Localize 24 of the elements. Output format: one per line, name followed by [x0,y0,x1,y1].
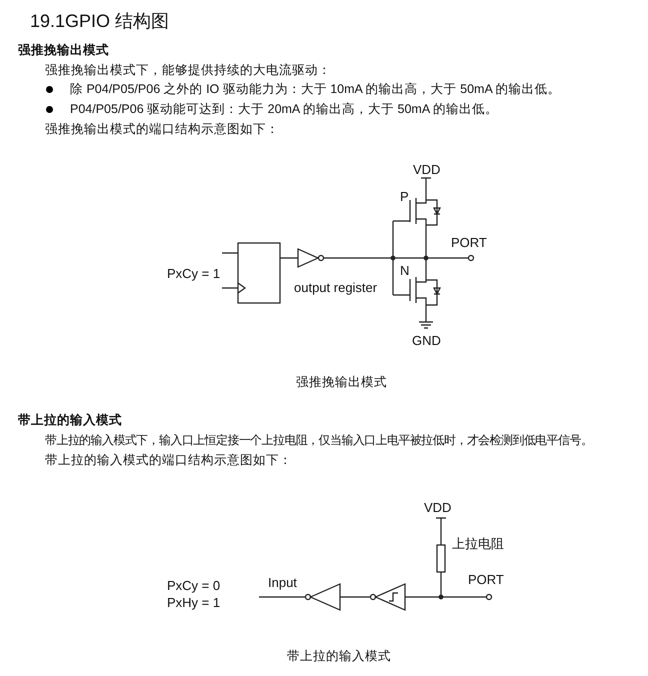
transistor-label: P [400,189,409,205]
paragraph-text: 带上拉的输入模式的端口结构示意图如下： [45,452,292,468]
transistor-label: N [400,263,410,279]
signal-label: VDD [424,500,452,516]
figure-caption: 带上拉的输入模式 [287,648,391,664]
paragraph-text: 带上拉的输入模式下，输入口上恒定接一个上拉电阻，仅当输入口上电平被拉低时，才会检测到低电平信号。 [45,432,592,448]
page-title: 19.1GPIO 结构图 [30,10,170,32]
signal-label: PORT [468,572,504,588]
signal-label: PxCy = 1 [167,266,220,282]
section-heading: 强推挽输出模式 [18,42,109,58]
figure-caption: 强推挽输出模式 [296,374,387,390]
signal-label: PORT [451,235,487,251]
component-label: 上拉电阻 [452,536,504,552]
signal-label: VDD [413,162,440,178]
bullet-text: P04/P05/P06 驱动能可达到：大于 20mA 的输出高，大于 50mA 的输出低。 [70,101,498,117]
signal-label: PxCy = 0 [167,578,220,594]
section-heading: 带上拉的输入模式 [18,412,122,428]
signal-label: GND [412,333,441,349]
bullet-text: 除 P04/P05/P06 之外的 IO 驱动能力为：大于 10mA 的输出高，大于 50mA 的输出低。 [70,81,561,97]
signal-label: Input [268,575,297,591]
paragraph-text: 强推挽输出模式的端口结构示意图如下： [45,121,279,137]
signal-label: PxHy = 1 [167,595,220,611]
component-label: output register [294,280,378,296]
paragraph-text: 强推挽输出模式下，能够提供持续的大电流驱动： [45,62,331,78]
